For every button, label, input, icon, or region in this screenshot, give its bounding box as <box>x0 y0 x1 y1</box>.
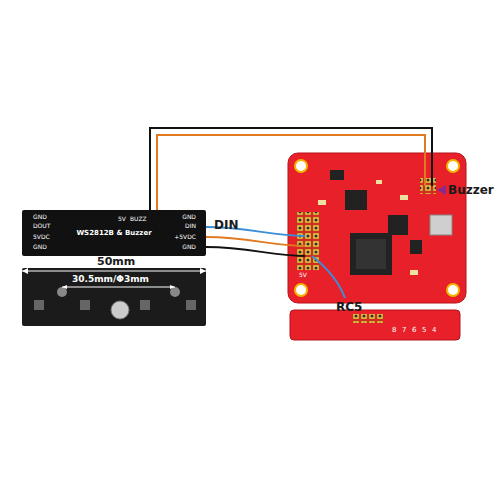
pin-name: BUZZ <box>130 216 147 222</box>
strip-bottom-view <box>22 268 206 326</box>
callout-label: RC5 <box>336 301 362 313</box>
callout-label: DIN <box>214 219 238 231</box>
pin-name: 8 <box>392 327 396 334</box>
flight-controller <box>288 153 466 303</box>
callout-label: 50mm <box>97 256 135 267</box>
led-strip-board: WS2812B & Buzzer <box>22 210 206 256</box>
pin-name: 5VDC <box>33 234 50 240</box>
board-title: WS2812B & Buzzer <box>76 229 151 237</box>
pin-name: 5V <box>299 272 307 278</box>
callout-label: Buzzer <box>448 184 494 196</box>
pin-name: GND <box>182 214 196 220</box>
pin-name: 7 <box>402 327 406 334</box>
pin-name: GND <box>182 244 196 250</box>
callout-label: 30.5mm/Φ3mm <box>72 275 149 284</box>
pin-name: GND <box>33 214 47 220</box>
pin-name: 6 <box>412 327 416 334</box>
board-fragment <box>290 310 460 340</box>
pointer-arrow <box>437 185 446 195</box>
pin-name: 5 <box>422 327 426 334</box>
pin-name: 5V <box>118 216 126 222</box>
pin-name: GND <box>33 244 47 250</box>
pin-name: 4 <box>432 327 436 334</box>
pin-name: DIN <box>185 223 196 229</box>
pin-name: DOUT <box>33 223 50 229</box>
pin-name: +5VDC <box>174 234 196 240</box>
